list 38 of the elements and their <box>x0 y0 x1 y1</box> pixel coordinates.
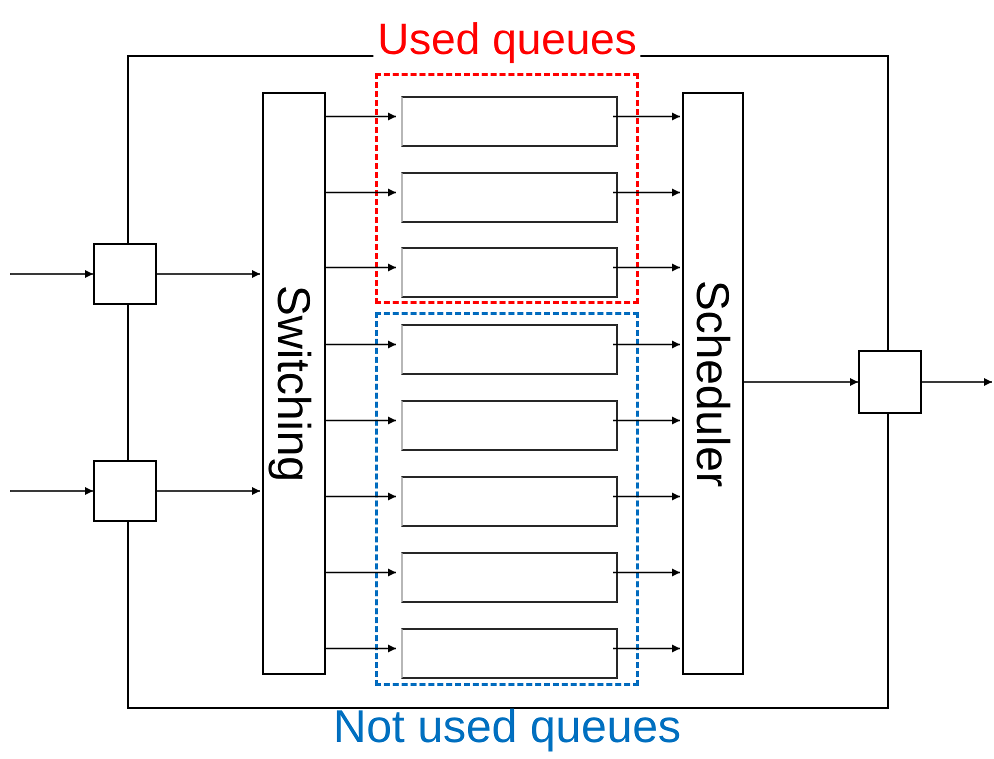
arrow <box>10 487 93 495</box>
process-bar <box>262 92 326 675</box>
arrow <box>742 378 858 386</box>
arrow <box>324 188 396 196</box>
queue-box <box>401 476 618 527</box>
arrow <box>324 568 396 576</box>
arrow <box>324 492 396 500</box>
arrow <box>324 340 396 348</box>
arrow <box>613 644 680 652</box>
arrow <box>613 112 680 120</box>
arrow <box>613 416 680 424</box>
block-label: Scheduler <box>690 280 736 488</box>
arrow <box>922 378 992 386</box>
arrow <box>613 264 680 272</box>
arrow <box>613 492 680 500</box>
queue-box <box>401 324 618 375</box>
arrow <box>613 188 680 196</box>
port-box <box>93 243 157 305</box>
queue-box <box>401 247 618 298</box>
queue-box <box>401 628 618 679</box>
arrow <box>324 416 396 424</box>
process-bar <box>682 92 744 675</box>
port-box <box>858 350 922 414</box>
arrow <box>324 112 396 120</box>
arrow <box>324 644 396 652</box>
group-heading: Not used queues <box>333 703 681 749</box>
arrow <box>157 487 260 495</box>
port-box <box>93 460 157 522</box>
arrow <box>613 568 680 576</box>
arrow <box>324 264 396 272</box>
arrow <box>10 270 93 278</box>
queue-box <box>401 552 618 603</box>
arrow <box>157 270 260 278</box>
queue-box <box>401 172 618 223</box>
block-label: Switching <box>271 285 317 482</box>
queue-box <box>401 96 618 147</box>
queue-box <box>401 400 618 451</box>
arrow <box>613 340 680 348</box>
